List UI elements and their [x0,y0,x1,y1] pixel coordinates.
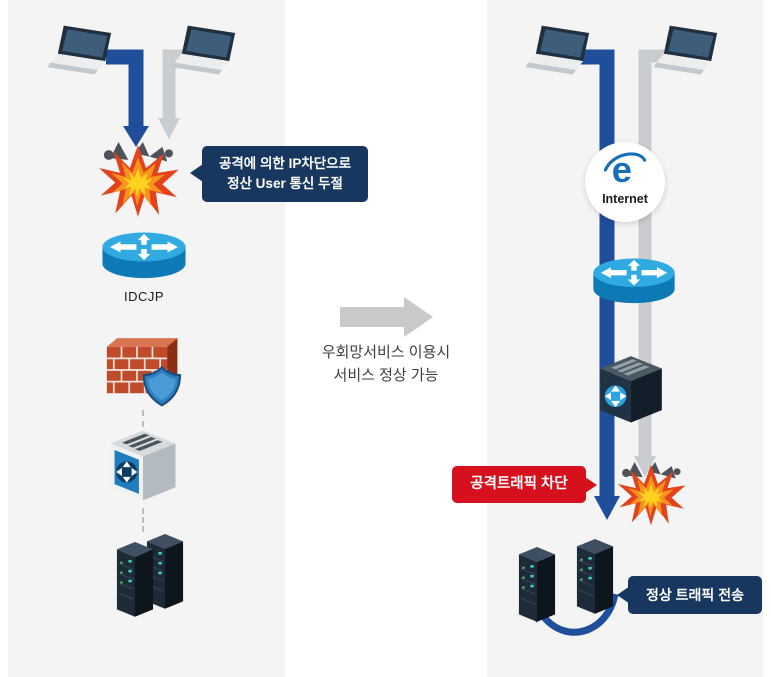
laptop-icon [524,22,598,90]
explosion-icon [96,142,180,220]
blocked-callout-line1: 공격에 의한 IP차단으로 [218,155,352,171]
blocked-callout-pointer [190,164,203,182]
server-icon [514,542,560,626]
blocked-callout-line2: 정산 User 통신 두절 [227,176,343,191]
block-callout: 공격트래픽 차단 [452,466,586,503]
block-callout-pointer [585,477,597,493]
block-callout-text: 공격트래픽 차단 [470,475,568,492]
normal-callout-text: 정상 트래픽 전송 [646,586,744,603]
center-right-block-arrow-icon [340,297,433,337]
switch-icon [104,420,182,506]
switch-icon [594,346,668,428]
router-label: IDCJP [123,289,165,304]
laptop-icon [170,22,244,90]
router-icon [99,227,189,285]
normal-callout: 정상 트래픽 전송 [628,576,762,614]
bypass-caption: 우회망서비스 이용시 서비스 정상 가능 [300,342,472,387]
server-icon [572,534,618,618]
server-icon [112,536,158,622]
bypass-caption-line2: 서비스 정상 가능 [333,366,439,384]
normal-callout-pointer [617,586,630,604]
laptop-icon [46,22,120,90]
connector-dashed-line [142,508,144,532]
internet-label: Internet [602,192,648,206]
internet-explorer-icon [602,149,648,191]
laptop-icon [652,22,726,90]
internet-node: Internet [585,142,665,222]
blocked-callout: 공격에 의한 IP차단으로 정산 User 통신 두절 [202,146,368,202]
firewall-icon [100,332,186,408]
router-icon [590,253,678,310]
explosion-icon [616,462,686,528]
bypass-caption-line1: 우회망서비스 이용시 [321,344,451,361]
connector-dashed-line [142,410,144,427]
